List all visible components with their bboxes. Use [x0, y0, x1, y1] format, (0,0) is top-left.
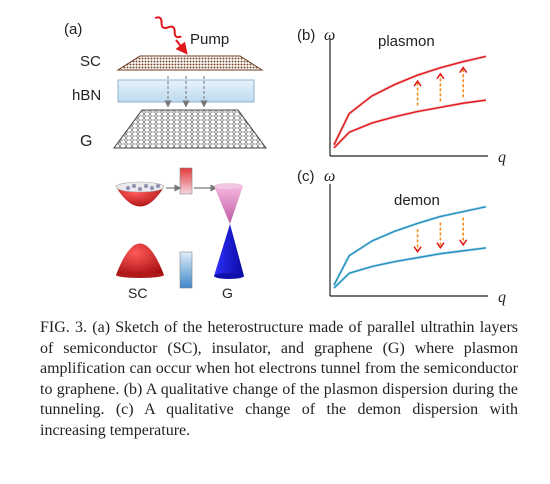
panel-c-title: demon [394, 192, 440, 209]
sc-label: SC [80, 53, 101, 70]
graphene-label: G [80, 133, 92, 150]
figure-caption: FIG. 3. (a) Sketch of the heterostructur… [40, 319, 518, 439]
panel-b-ylabel: ω [324, 27, 335, 44]
cone-g-label: G [222, 285, 233, 301]
transition-arrowhead-0 [413, 79, 422, 87]
graphene-upper-cone [214, 186, 243, 224]
graphene-lower-cone [214, 224, 244, 276]
hbn-label: hBN [72, 87, 101, 104]
cone-sc-label: SC [128, 285, 147, 301]
panel-b: (b) ω plasmon q [297, 27, 506, 166]
pump-wave-icon [154, 16, 188, 55]
panel-c-label: (c) [297, 168, 315, 185]
panel-b-title: plasmon [378, 33, 435, 50]
dispersion-curve-0 [333, 55, 487, 146]
sc-layer [116, 55, 264, 71]
sc-lower-band [116, 243, 164, 275]
panel-c-ylabel: ω [324, 168, 335, 185]
panel-b-label: (b) [297, 27, 315, 44]
plot-b [329, 38, 488, 157]
transition-arrowhead-1 [436, 72, 445, 80]
panel-a: (a) Pump SC hBN G [64, 16, 267, 301]
panel-a-label: (a) [64, 21, 82, 38]
dispersion-curve-1 [333, 99, 487, 149]
panel-c: (c) ω demon q [297, 168, 506, 306]
figure: (a) Pump SC hBN G [64, 16, 506, 306]
transition-arrowhead-0 [413, 246, 422, 253]
graphene-layer [113, 109, 267, 149]
transition-arrowhead-2 [459, 66, 468, 74]
dispersion-glow-1 [333, 246, 487, 289]
dispersion-curve-1 [333, 247, 487, 289]
energy-bar-top [179, 167, 193, 195]
sc-upper-band [115, 181, 165, 207]
panel-c-xlabel: q [498, 289, 506, 306]
transition-arrowhead-1 [436, 242, 445, 250]
panel-b-xlabel: q [498, 149, 506, 166]
dispersion-curve-0 [333, 206, 487, 286]
plot-c [329, 184, 488, 297]
energy-bar-bottom [179, 251, 193, 289]
transition-arrowhead-2 [459, 239, 468, 247]
pump-label: Pump [190, 31, 229, 48]
